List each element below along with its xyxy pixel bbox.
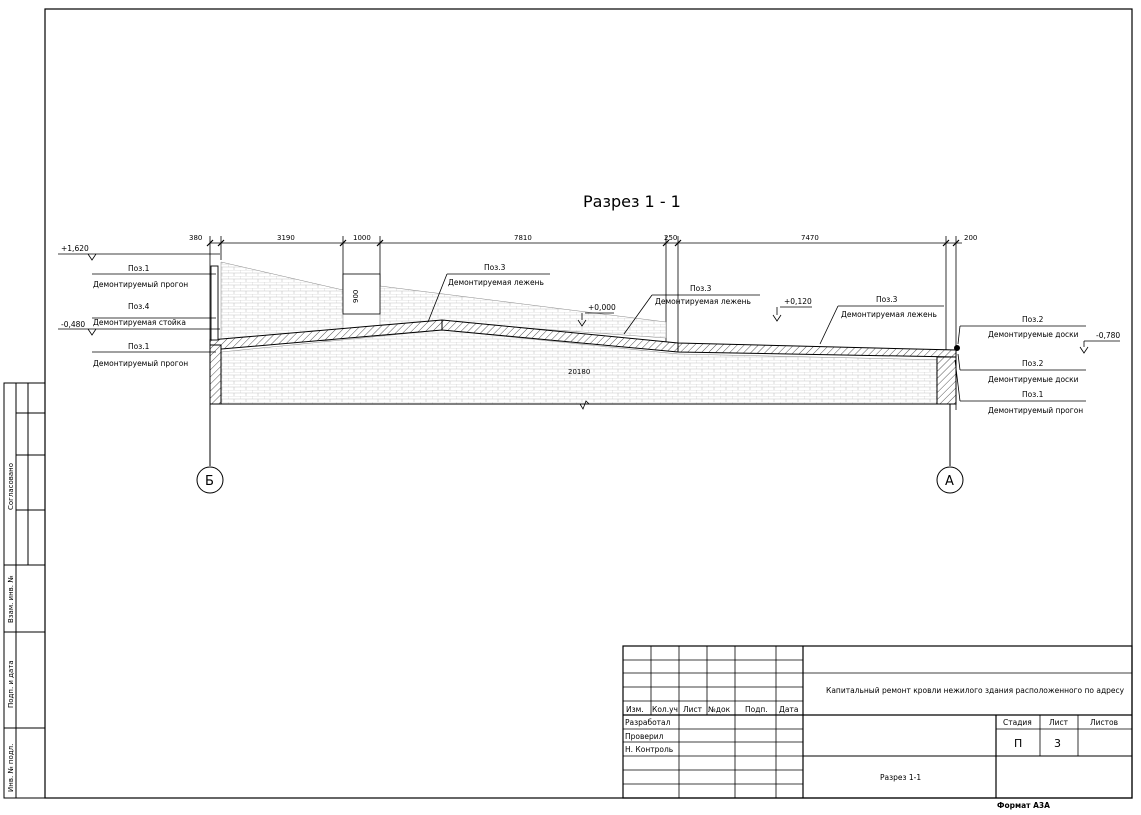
dim-380: 380 xyxy=(189,234,202,242)
tb-stage-label: Стадия xyxy=(1003,718,1032,727)
label-poz2-a-text: Демонтируемые доски xyxy=(988,330,1079,339)
tb-sheet-label: Лист xyxy=(1049,718,1069,727)
tb-role-checker: Проверил xyxy=(625,732,664,741)
tb-sheet-value: 3 xyxy=(1054,737,1061,750)
label-poz1-c-text: Демонтируемый прогон xyxy=(988,406,1083,415)
walls xyxy=(209,265,960,410)
label-poz3-b-title: Поз.3 xyxy=(690,284,712,293)
label-poz3-c-text: Демонтируемая лежень xyxy=(841,310,937,319)
elev-mid-right: +0,120 xyxy=(784,297,812,306)
axis-left-label: Б xyxy=(205,474,214,489)
tb-role-developer: Разработал xyxy=(625,718,671,727)
label-poz4-text: Демонтируемая стойка xyxy=(93,318,186,327)
dim-7470: 7470 xyxy=(801,234,819,242)
title-block xyxy=(622,645,1133,799)
tb-header-koluch: Кол.уч xyxy=(652,705,678,714)
axis-markers xyxy=(196,404,964,494)
label-poz2-b-title: Поз.2 xyxy=(1022,359,1044,368)
label-poz3-a-title: Поз.3 xyxy=(484,263,506,272)
side-inv-orig-label: Инв. № подл. xyxy=(7,744,15,792)
dim-7810: 7810 xyxy=(514,234,532,242)
tb-stage-value: П xyxy=(1014,737,1022,750)
dim-250: 250 xyxy=(664,234,677,242)
label-poz3-a-text: Демонтируемая лежень xyxy=(448,278,544,287)
dim-200: 200 xyxy=(964,234,977,242)
elev-left-mid: -0,480 xyxy=(61,320,85,329)
label-poz3-c-title: Поз.3 xyxy=(876,295,898,304)
dim-900: 900 xyxy=(352,290,360,303)
side-inv-replace-label: Взам. инв. № xyxy=(7,575,15,623)
side-sign-date-label: Подп. и дата xyxy=(7,660,15,708)
tb-header-ndok: №док xyxy=(708,705,731,714)
elev-mid: +0,000 xyxy=(588,303,616,312)
label-poz1-b-text: Демонтируемый прогон xyxy=(93,359,188,368)
tb-format: Формат А3А xyxy=(997,801,1050,810)
dim-1000: 1000 xyxy=(353,234,371,242)
dim-3190: 3190 xyxy=(277,234,295,242)
elev-top: +1,620 xyxy=(61,244,89,253)
label-poz1-c-title: Поз.1 xyxy=(1022,390,1044,399)
dim-span: 20180 xyxy=(568,368,590,376)
tb-project-title: Капитальный ремонт кровли нежилого здани… xyxy=(826,686,1125,695)
tb-sheet-name: Разрез 1-1 xyxy=(880,773,921,782)
label-poz1-a-text: Демонтируемый прогон xyxy=(93,280,188,289)
label-poz2-a-title: Поз.2 xyxy=(1022,315,1044,324)
tb-header-izm: Изм. xyxy=(626,705,644,714)
leader-lines xyxy=(92,273,1086,402)
label-poz4-title: Поз.4 xyxy=(128,302,150,311)
elev-right: -0,780 xyxy=(1096,331,1120,340)
drawing-title: Разрез 1 - 1 xyxy=(583,192,681,211)
brick-masonry xyxy=(220,261,947,405)
elevation-marks xyxy=(58,253,1120,354)
axis-right-label: А xyxy=(945,474,954,489)
side-stamp: Согласовано Взам. инв. № Подп. и дата Ин… xyxy=(3,382,46,799)
tb-header-list: Лист xyxy=(683,705,703,714)
label-poz3-b-text: Демонтируемая лежень xyxy=(655,297,751,306)
tb-role-norm-control: Н. Контроль xyxy=(625,745,673,754)
label-poz1-a-title: Поз.1 xyxy=(128,264,150,273)
tb-header-data: Дата xyxy=(779,705,798,714)
side-approval-label: Согласовано xyxy=(7,463,15,510)
tb-header-podp: Подп. xyxy=(745,705,768,714)
tb-sheets-label: Листов xyxy=(1090,718,1118,727)
label-poz1-b-title: Поз.1 xyxy=(128,342,150,351)
label-poz2-b-text: Демонтируемые доски xyxy=(988,375,1079,384)
